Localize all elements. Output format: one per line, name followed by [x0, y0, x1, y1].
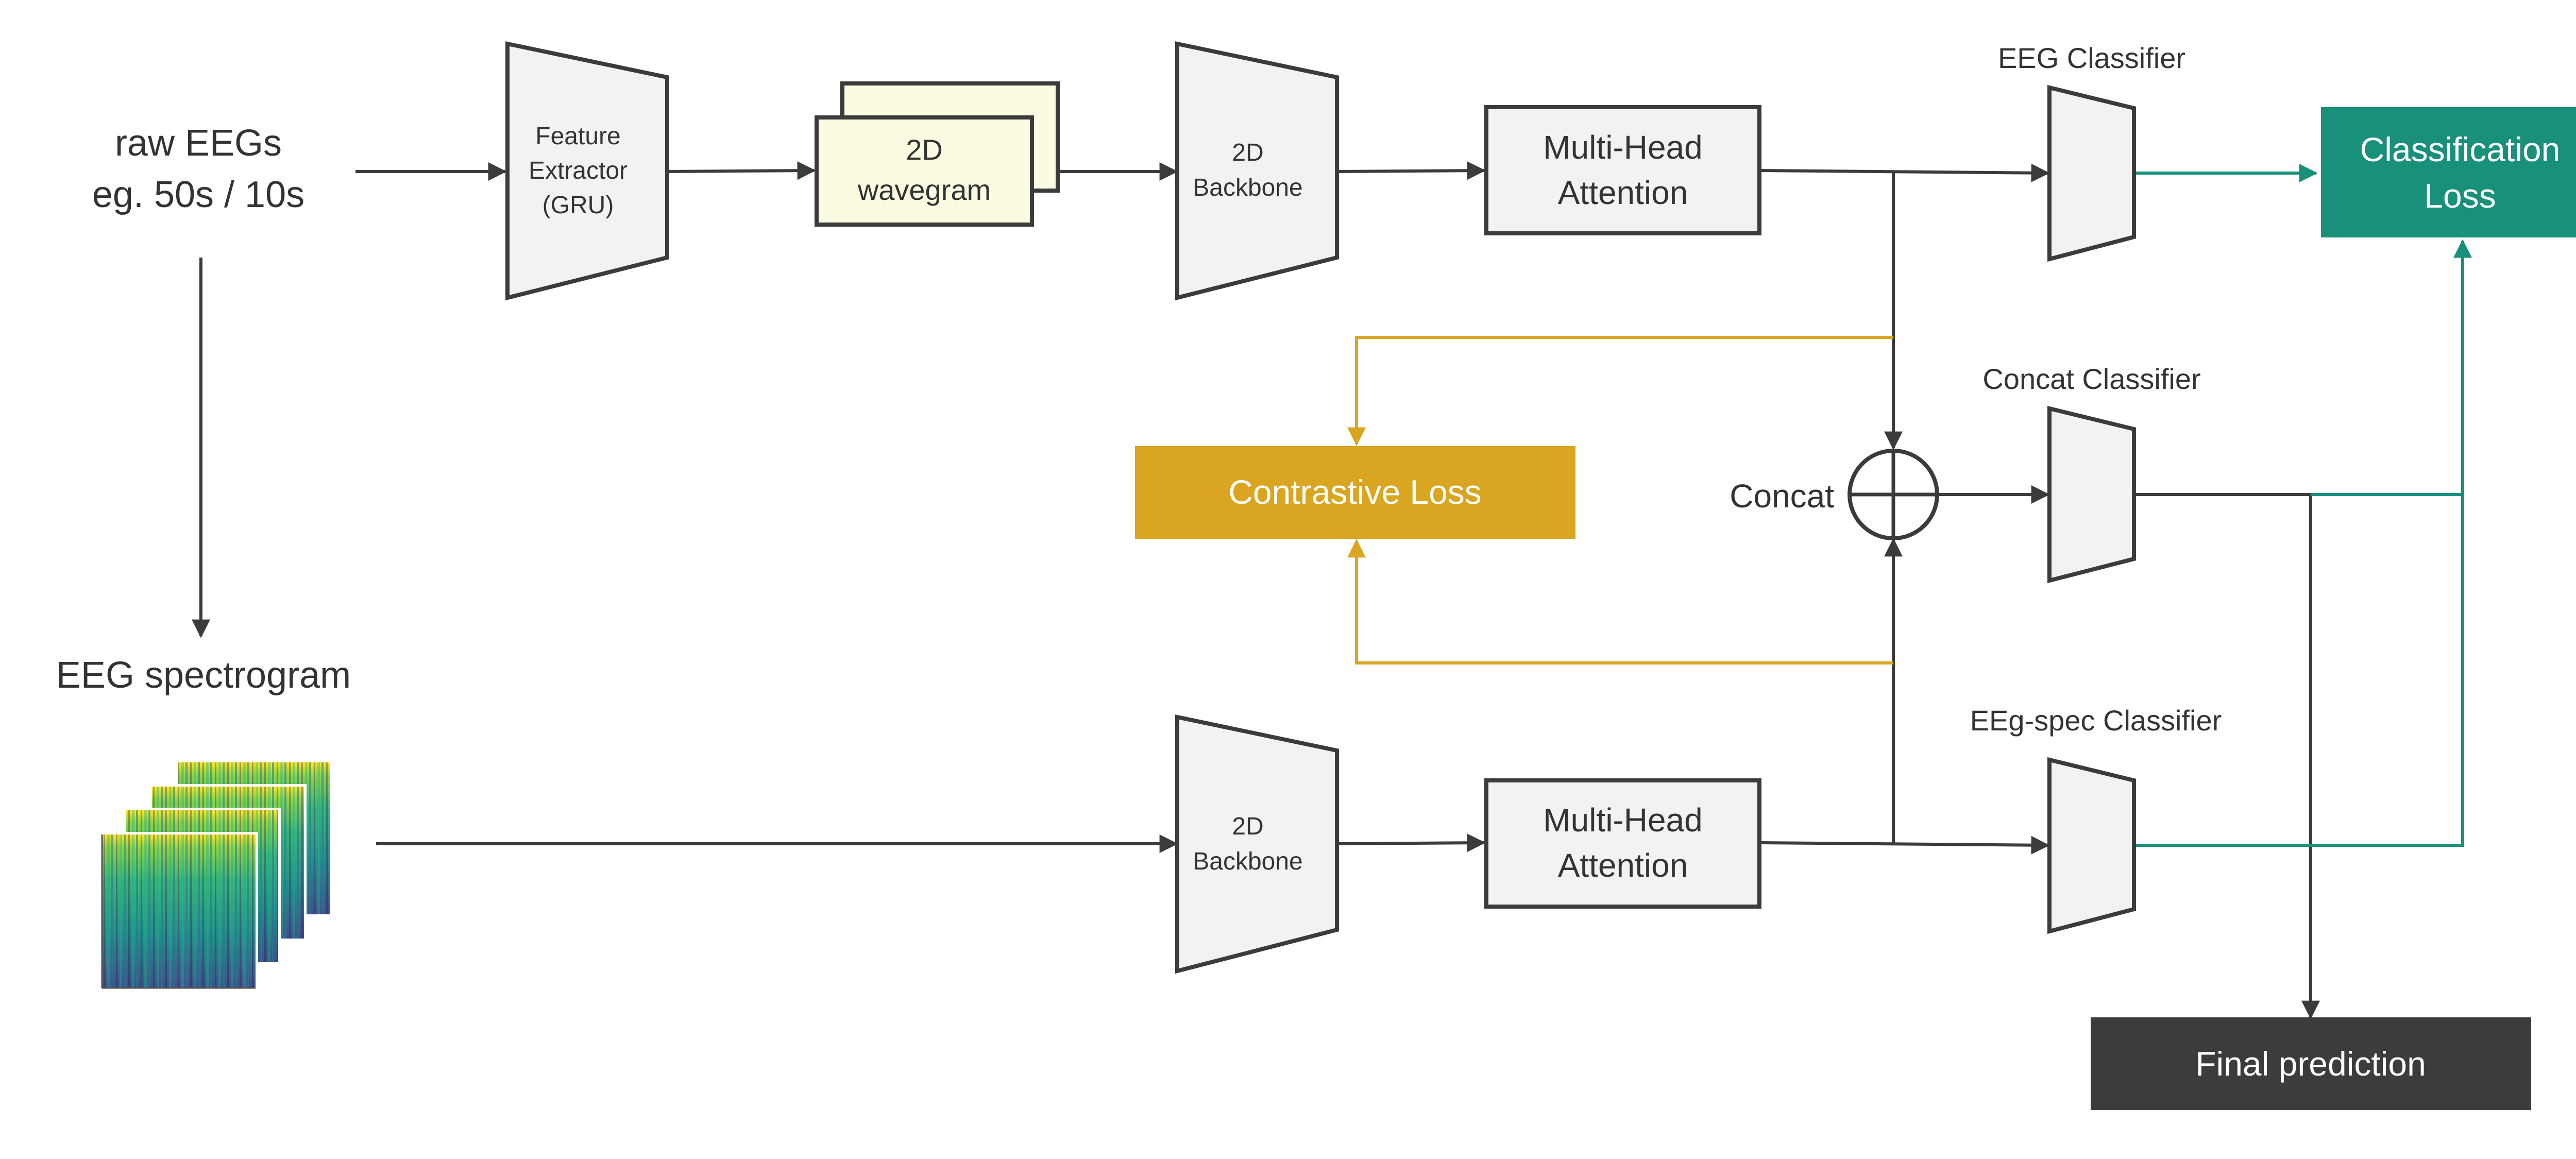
contrastive-loss-block: Contrastive Loss	[1135, 446, 1575, 539]
eeg-attention-line-1: Multi-Head	[1543, 129, 1702, 166]
spec-attention-line-1: Multi-Head	[1543, 802, 1702, 839]
feature-extractor-line-2: Extractor	[529, 157, 628, 184]
eeg-backbone-line-1: 2D	[1232, 139, 1263, 166]
final-prediction-label: Final prediction	[2195, 1045, 2426, 1083]
classification-loss-block: Classification Loss	[2321, 107, 2576, 237]
spec-backbone-line-2: Backbone	[1193, 848, 1303, 875]
arrow-spec-to-contrastive	[1347, 539, 1893, 664]
concat-classifier-label: Concat Classifier	[1982, 363, 2200, 395]
concat-label: Concat	[1730, 478, 1834, 515]
contrastive-loss-label: Contrastive Loss	[1228, 473, 1482, 511]
arrow-backbone-to-attention	[1336, 161, 1486, 180]
feature-extractor-line-3: (GRU)	[543, 192, 614, 219]
eeg-attention-line-2: Attention	[1558, 174, 1688, 211]
eeg-branch-connectors	[355, 161, 2050, 450]
eeg-classifier-label: EEG Classifier	[1998, 42, 2185, 74]
spec-classifier-label: EEg-spec Classifier	[1970, 704, 2222, 737]
spectrogram-stack-icon	[99, 760, 332, 991]
spec-attention-line-2: Attention	[1558, 847, 1688, 884]
classification-loss-connectors	[2134, 164, 2472, 847]
eeg-classifier-block: EEG Classifier	[1998, 42, 2185, 262]
contrastive-connectors	[1347, 336, 1893, 664]
arrow-attention-to-eeg-classifier	[1760, 163, 2050, 182]
concat-circle-plus-icon	[1848, 449, 1939, 540]
wavegram-line-1: 2D	[906, 133, 943, 166]
spec-classifier-block: EEg-spec Classifier	[1970, 704, 2222, 934]
eeg-attention-block: Multi-Head Attention	[1484, 105, 1761, 235]
arrow-spec-backbone-to-attention	[1336, 833, 1486, 853]
spectrogram-label: EEG spectrogram	[56, 655, 351, 696]
eeg-backbone-line-2: Backbone	[1193, 174, 1303, 201]
spec-attention-block: Multi-Head Attention	[1484, 778, 1761, 909]
arrow-extractor-to-wavegram	[667, 161, 816, 180]
wavegram-line-2: wavegram	[857, 174, 991, 206]
spec-backbone-line-1: 2D	[1232, 813, 1263, 840]
concat-classifier-block: Concat Classifier	[1982, 363, 2201, 584]
eeg-backbone-block: 2D Backbone	[1175, 41, 1339, 301]
feature-extractor-block: Feature Extractor (GRU)	[505, 41, 669, 301]
spectrogram-page-1	[99, 832, 258, 991]
concat-connectors	[1938, 485, 2320, 1019]
wavegram-front-card	[815, 115, 1034, 227]
concat-node: Concat	[1730, 449, 1939, 540]
arrow-eeg-to-contrastive	[1347, 336, 1893, 446]
arrow-spec-classifier-to-loss	[2134, 239, 2472, 847]
feature-extractor-line-1: Feature	[535, 123, 620, 150]
wavegram-block: 2D wavegram	[815, 81, 1060, 227]
spectrogram-connectors	[192, 258, 2050, 855]
spec-backbone-block: 2D Backbone	[1175, 714, 1339, 974]
classification-loss-line-2: Loss	[2424, 177, 2496, 215]
arrow-attention-to-spec-classifier	[1760, 836, 2050, 855]
final-prediction-block: Final prediction	[2091, 1017, 2531, 1110]
raw-eeg-duration-label: eg. 50s / 10s	[92, 174, 304, 215]
classification-loss-line-1: Classification	[2360, 130, 2561, 168]
raw-eeg-label: raw EEGs	[115, 123, 282, 164]
